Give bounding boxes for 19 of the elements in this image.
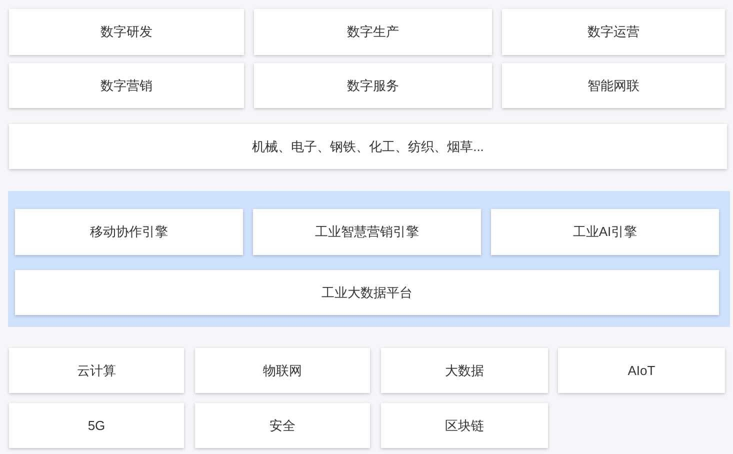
application-box: 数字服务: [254, 63, 492, 108]
platform-box: 工业大数据平台: [15, 270, 719, 315]
application-box: 数字营销: [9, 63, 244, 108]
engine-box: 移动协作引擎: [15, 209, 243, 255]
engine-box: 工业智慧营销引擎: [253, 209, 481, 255]
technology-box: AIoT: [558, 348, 725, 393]
application-box: 数字研发: [9, 9, 244, 55]
application-box: 数字运营: [502, 9, 725, 55]
platform-panel: [8, 191, 730, 327]
technology-box: 区块链: [381, 403, 548, 448]
technology-box: 安全: [195, 403, 370, 448]
application-box: 智能网联: [502, 63, 725, 108]
industry-box: 机械、电子、钢铁、化工、纺织、烟草...: [9, 124, 727, 169]
application-box: 数字生产: [254, 9, 492, 55]
technology-box: 5G: [9, 403, 184, 448]
engine-box: 工业AI引擎: [491, 209, 719, 255]
technology-box: 物联网: [195, 348, 370, 393]
technology-box: 云计算: [9, 348, 184, 393]
technology-box: 大数据: [381, 348, 548, 393]
